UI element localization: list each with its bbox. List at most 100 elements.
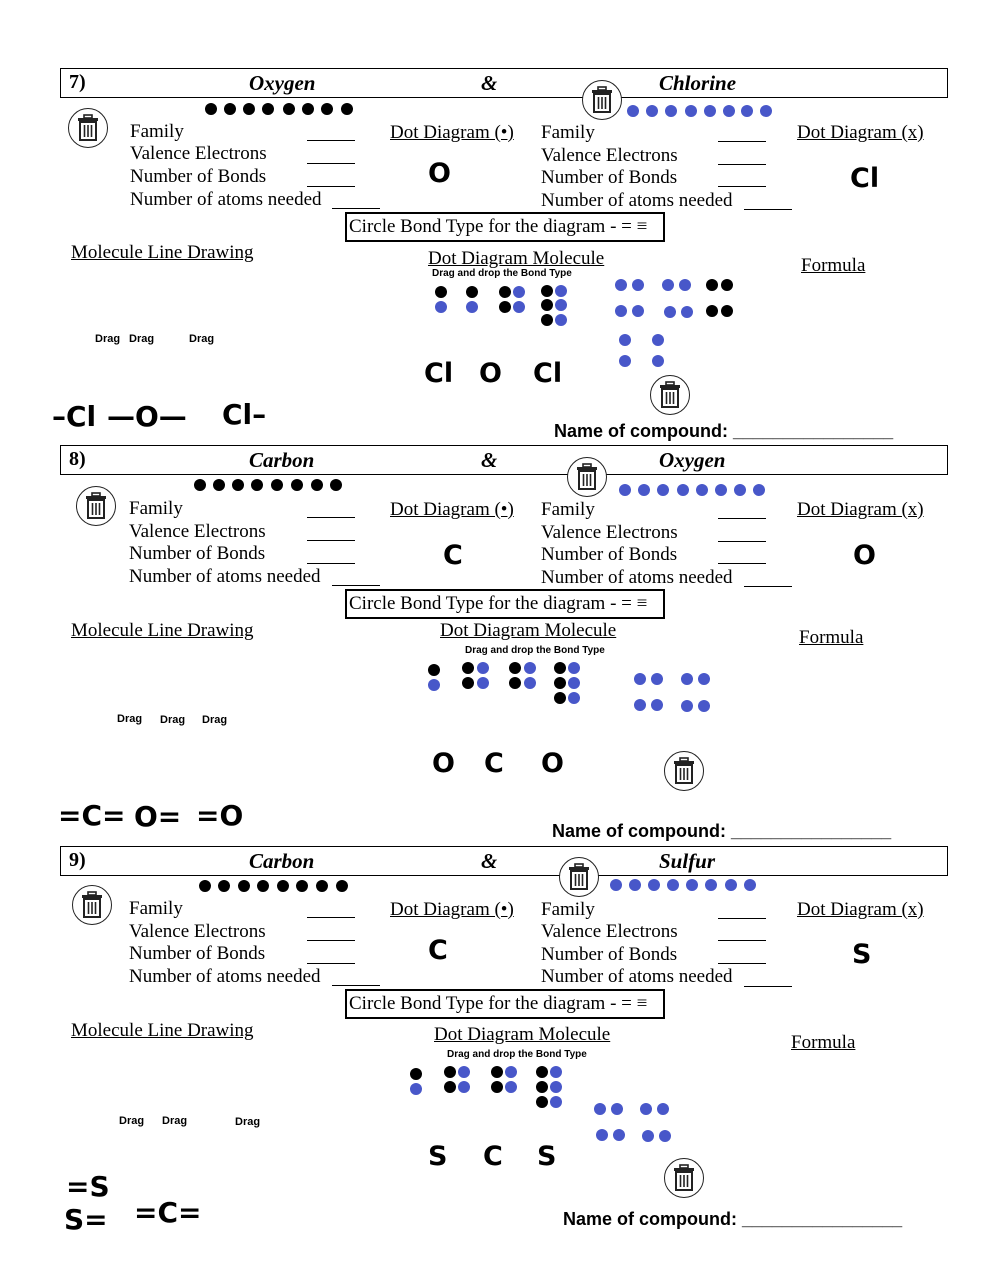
bond-electron-dot[interactable] [541, 299, 553, 311]
draggable-bond-piece[interactable]: O= [134, 800, 182, 833]
bond-electron-dot[interactable] [466, 286, 478, 298]
draggable-electron-dot[interactable] [760, 105, 772, 117]
bond-electron-dot[interactable] [568, 677, 580, 689]
bonds-answer-blank[interactable] [307, 563, 355, 564]
draggable-bond-piece[interactable]: =C= [134, 1196, 202, 1229]
draggable-electron-dot[interactable] [610, 879, 622, 891]
valence-answer-blank[interactable] [307, 540, 355, 541]
draggable-bond-piece[interactable]: —O— [107, 400, 187, 433]
valence-answer-blank[interactable] [718, 164, 766, 165]
draggable-electron-dot[interactable] [667, 879, 679, 891]
lone-pair-dot[interactable] [657, 1103, 669, 1115]
draggable-electron-dot[interactable] [321, 103, 333, 115]
trash-can-icon[interactable] [664, 751, 704, 791]
lone-pair-dot[interactable] [619, 334, 631, 346]
bond-electron-dot[interactable] [536, 1081, 548, 1093]
bond-electron-dot[interactable] [550, 1096, 562, 1108]
valence-answer-blank[interactable] [307, 163, 355, 164]
trash-can-icon[interactable] [76, 486, 116, 526]
bond-electron-dot[interactable] [466, 301, 478, 313]
bonds-answer-blank[interactable] [718, 963, 766, 964]
bond-electron-dot[interactable] [444, 1066, 456, 1078]
drag-target[interactable]: Drag [202, 714, 228, 726]
family-answer-blank[interactable] [307, 917, 355, 918]
trash-can-icon[interactable] [72, 885, 112, 925]
draggable-bond-piece[interactable]: =O [196, 799, 244, 832]
draggable-electron-dot[interactable] [336, 880, 348, 892]
lone-pair-dot[interactable] [596, 1129, 608, 1141]
compound-name-field[interactable]: Name of compound: ________________ [552, 821, 892, 841]
lone-pair-dot[interactable] [681, 306, 693, 318]
draggable-electron-dot[interactable] [629, 879, 641, 891]
draggable-electron-dot[interactable] [257, 880, 269, 892]
bond-electron-dot[interactable] [555, 314, 567, 326]
atoms-answer-blank[interactable] [332, 585, 380, 586]
draggable-electron-dot[interactable] [686, 879, 698, 891]
bond-electron-dot[interactable] [477, 662, 489, 674]
draggable-electron-dot[interactable] [627, 105, 639, 117]
bond-electron-dot[interactable] [428, 664, 440, 676]
draggable-electron-dot[interactable] [646, 105, 658, 117]
draggable-electron-dot[interactable] [657, 484, 669, 496]
lone-pair-dot[interactable] [698, 700, 710, 712]
drag-target[interactable]: Drag [117, 713, 143, 725]
bond-type-box[interactable]: Circle Bond Type for the diagram - = ≡ [345, 589, 665, 619]
draggable-electron-dot[interactable] [271, 479, 283, 491]
draggable-electron-dot[interactable] [224, 103, 236, 115]
draggable-electron-dot[interactable] [741, 105, 753, 117]
lone-pair-dot[interactable] [632, 279, 644, 291]
lone-pair-dot[interactable] [615, 279, 627, 291]
draggable-electron-dot[interactable] [262, 103, 274, 115]
trash-can-icon[interactable] [650, 375, 690, 415]
bond-electron-dot[interactable] [555, 299, 567, 311]
atoms-answer-blank[interactable] [744, 586, 792, 587]
bond-electron-dot[interactable] [462, 662, 474, 674]
bonds-answer-blank[interactable] [307, 963, 355, 964]
draggable-electron-dot[interactable] [283, 103, 295, 115]
bond-electron-dot[interactable] [536, 1096, 548, 1108]
atoms-answer-blank[interactable] [744, 209, 792, 210]
draggable-electron-dot[interactable] [638, 484, 650, 496]
family-answer-blank[interactable] [718, 918, 766, 919]
draggable-electron-dot[interactable] [199, 880, 211, 892]
bond-electron-dot[interactable] [509, 677, 521, 689]
bond-electron-dot[interactable] [410, 1083, 422, 1095]
draggable-electron-dot[interactable] [696, 484, 708, 496]
draggable-electron-dot[interactable] [685, 105, 697, 117]
draggable-electron-dot[interactable] [677, 484, 689, 496]
drag-target[interactable]: Drag [119, 1115, 145, 1127]
lone-pair-dot[interactable] [721, 305, 733, 317]
bond-electron-dot[interactable] [513, 286, 525, 298]
lone-pair-dot[interactable] [632, 305, 644, 317]
draggable-electron-dot[interactable] [341, 103, 353, 115]
draggable-bond-piece[interactable]: Cl– [222, 398, 267, 431]
compound-name-field[interactable]: Name of compound: ________________ [554, 421, 894, 441]
bond-electron-dot[interactable] [554, 692, 566, 704]
family-answer-blank[interactable] [718, 518, 766, 519]
lone-pair-dot[interactable] [611, 1103, 623, 1115]
lone-pair-dot[interactable] [615, 305, 627, 317]
atoms-answer-blank[interactable] [744, 986, 792, 987]
lone-pair-dot[interactable] [681, 700, 693, 712]
draggable-electron-dot[interactable] [330, 479, 342, 491]
bond-electron-dot[interactable] [435, 301, 447, 313]
lone-pair-dot[interactable] [662, 279, 674, 291]
drag-target[interactable]: Drag [95, 333, 121, 345]
trash-can-icon[interactable] [559, 857, 599, 897]
drag-target[interactable]: Drag [160, 714, 186, 726]
bond-type-box[interactable]: Circle Bond Type for the diagram - = ≡ [345, 989, 665, 1019]
bond-electron-dot[interactable] [410, 1068, 422, 1080]
draggable-electron-dot[interactable] [723, 105, 735, 117]
bonds-answer-blank[interactable] [307, 186, 355, 187]
drag-target[interactable]: Drag [189, 333, 215, 345]
trash-can-icon[interactable] [582, 80, 622, 120]
draggable-electron-dot[interactable] [725, 879, 737, 891]
draggable-electron-dot[interactable] [251, 479, 263, 491]
draggable-electron-dot[interactable] [705, 879, 717, 891]
lone-pair-dot[interactable] [619, 355, 631, 367]
drag-target[interactable]: Drag [129, 333, 155, 345]
drag-target[interactable]: Drag [162, 1115, 188, 1127]
bond-electron-dot[interactable] [505, 1066, 517, 1078]
bond-electron-dot[interactable] [499, 286, 511, 298]
bond-electron-dot[interactable] [491, 1066, 503, 1078]
